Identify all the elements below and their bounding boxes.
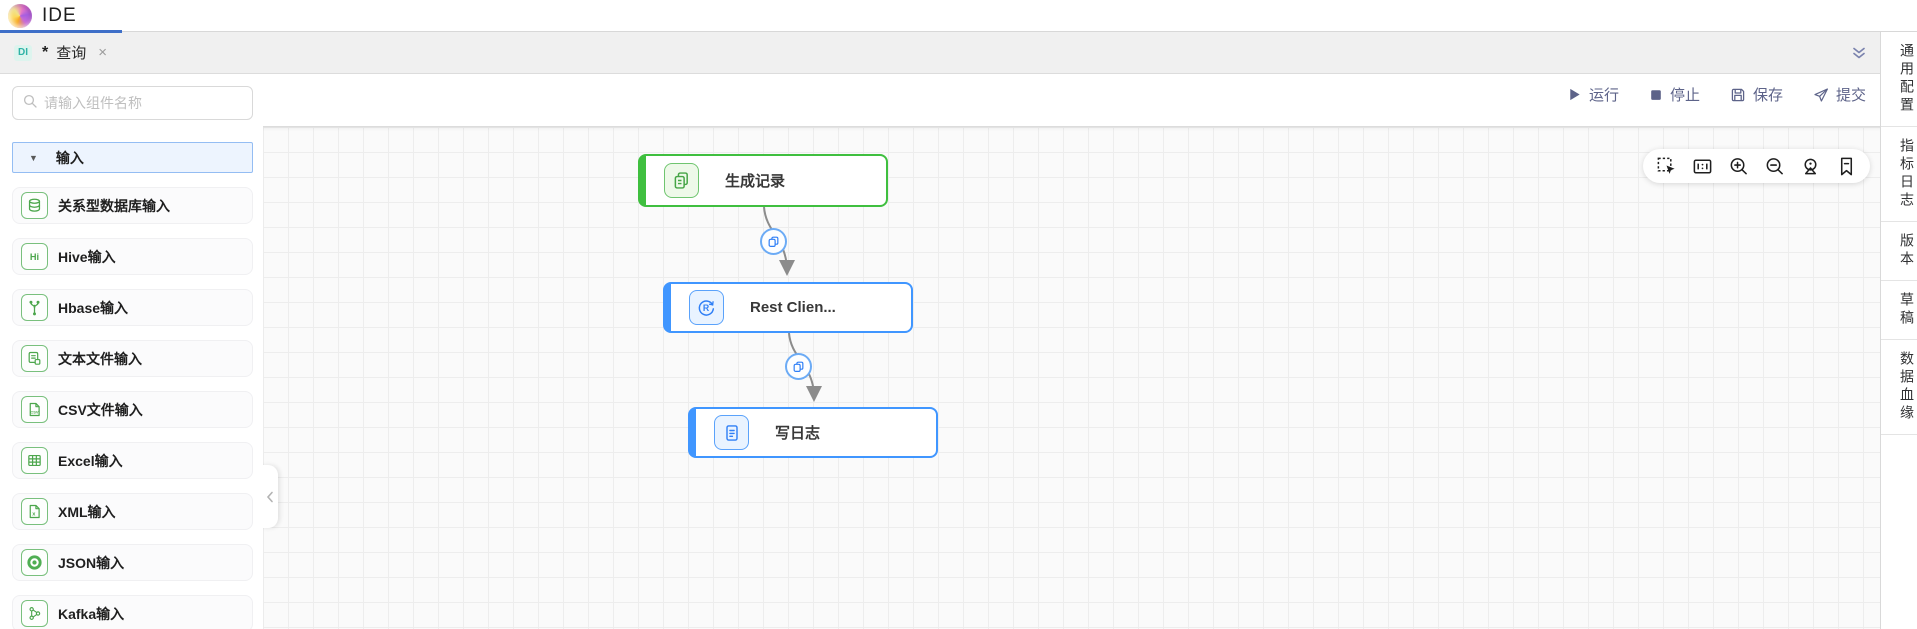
app-logo-icon [8,3,32,28]
tab-type-badge: DI [14,44,32,61]
submit-button[interactable]: 提交 [1813,84,1866,105]
double-chevron-down-icon[interactable] [1850,44,1868,62]
node-write-log[interactable]: 写日志 [688,407,938,458]
tab-title: 查询 [56,45,87,62]
hive-icon: Hi [21,243,48,270]
app-title: IDE [42,4,77,26]
right-panel-item-metrics-log[interactable]: 指标日志 [1881,127,1917,222]
layout-icon[interactable] [1692,156,1713,177]
node-rest-client[interactable]: R Rest Clien... [663,282,913,333]
save-button[interactable]: 保存 [1730,84,1783,105]
excel-icon [21,447,48,474]
flow-actions-toolbar: 运行 停止 保存 [263,74,1880,126]
rest-client-icon: R [689,290,724,325]
save-icon [1731,88,1745,101]
svg-text:x: x [32,511,36,517]
tab-query[interactable]: DI * 查询 × [14,42,107,63]
component-palette: ▼ 输入 关系型数据库输入 Hi [0,74,263,629]
right-panel-item-general-config[interactable]: 通用配置 [1881,32,1917,127]
copy-icon [793,361,804,372]
kafka-icon [21,600,48,627]
component-item-excel-input[interactable]: Excel输入 [12,442,253,479]
component-label: 文本文件输入 [58,350,142,367]
text-file-icon [21,345,48,372]
write-log-icon [714,415,749,450]
flow-edges [763,206,822,402]
component-label: Hive输入 [58,248,116,265]
json-icon [21,549,48,576]
run-button[interactable]: 运行 [1567,84,1619,105]
component-item-kafka-input[interactable]: Kafka输入 [12,595,253,629]
bookmark-icon[interactable] [1836,156,1857,177]
stop-button[interactable]: 停止 [1649,84,1700,105]
node-label: 写日志 [775,425,821,442]
generate-records-icon [664,163,699,198]
svg-text:CSV: CSV [30,409,38,414]
right-panel-menu: 通用配置 指标日志 版本 草稿 数据血缘 [1880,32,1917,629]
collapse-palette-handle[interactable] [263,465,278,528]
flow-canvas[interactable]: 生成记录 [263,126,1880,629]
component-item-csv-file-input[interactable]: CSV CSV文件输入 [12,391,253,428]
csv-file-icon: CSV [21,396,48,423]
component-item-hbase-input[interactable]: Hbase输入 [12,289,253,326]
node-generate-records[interactable]: 生成记录 [638,154,888,207]
component-item-xml-input[interactable]: x XML输入 [12,493,253,530]
component-item-relational-db-input[interactable]: 关系型数据库输入 [12,187,253,224]
component-item-hive-input[interactable]: Hi Hive输入 [12,238,253,275]
play-icon [1570,88,1580,101]
search-icon [23,94,37,113]
component-label: CSV文件输入 [58,401,143,418]
locate-icon[interactable] [1800,156,1821,177]
component-label: XML输入 [58,503,116,520]
caret-down-icon: ▼ [29,152,38,163]
node-label: 生成记录 [725,173,786,190]
hbase-icon [21,294,48,321]
section-label: 输入 [55,149,84,166]
xml-file-icon: x [21,498,48,525]
component-search[interactable] [12,86,253,120]
stop-icon [1651,89,1661,100]
paper-plane-icon [1814,87,1828,102]
tab-close-icon[interactable]: × [98,44,108,61]
edge-copy-badge[interactable] [760,228,787,255]
canvas-toolbar [1643,149,1870,183]
copy-icon [768,236,779,247]
tab-bar: DI * 查询 × [0,32,1880,74]
right-panel-item-data-lineage[interactable]: 数据血缘 [1881,340,1917,435]
svg-text:R: R [703,303,710,313]
component-label: JSON输入 [58,554,125,571]
zoom-out-icon[interactable] [1764,156,1785,177]
component-label: Hbase输入 [58,299,129,316]
edge-copy-badge[interactable] [785,353,812,380]
node-label: Rest Clien... [750,299,836,316]
component-item-json-input[interactable]: JSON输入 [12,544,253,581]
component-item-text-file-input[interactable]: 文本文件输入 [12,340,253,377]
component-label: Kafka输入 [58,605,125,622]
zoom-in-icon[interactable] [1728,156,1749,177]
section-header-input[interactable]: ▼ 输入 [12,142,253,173]
component-label: Excel输入 [58,452,123,469]
svg-text:Hi: Hi [30,252,39,262]
chevron-left-icon [266,491,273,502]
tab-modified-marker: * [42,43,49,61]
component-label: 关系型数据库输入 [58,197,170,214]
app-header: IDE [0,0,1917,33]
search-input[interactable] [44,95,242,111]
database-icon [21,192,48,219]
marquee-select-icon[interactable] [1656,156,1677,177]
right-panel-item-draft[interactable]: 草稿 [1881,281,1917,340]
right-panel-item-version[interactable]: 版本 [1881,222,1917,281]
